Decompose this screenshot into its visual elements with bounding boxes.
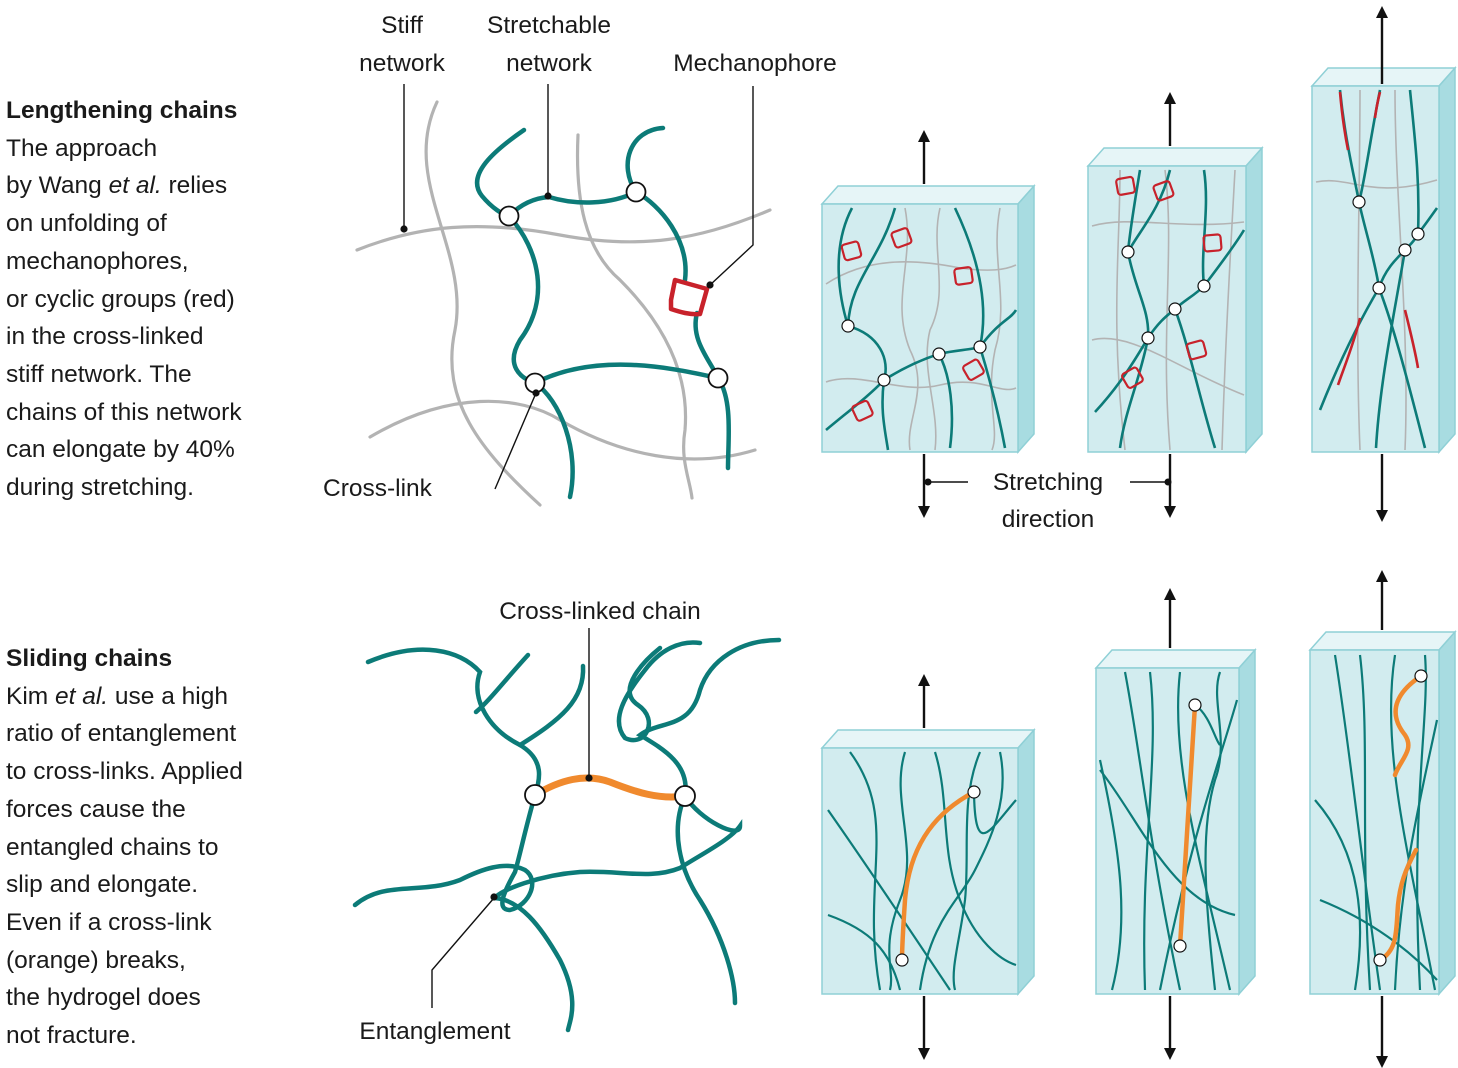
top-line-0: The approach	[6, 134, 158, 162]
top-block-3	[1310, 6, 1457, 522]
label-stiff-1: Stiff	[381, 12, 423, 39]
leader-dots	[400, 192, 714, 397]
top-line-8: can elongate by 40%	[6, 436, 235, 464]
label-stretching-1: Stretching	[993, 469, 1103, 496]
label-stiff-2: network	[359, 50, 446, 77]
top-block-2	[1086, 92, 1264, 518]
entangled-chains	[352, 637, 782, 1033]
bottom-line-1: ratio of entanglement	[6, 720, 237, 748]
stiff-network-chains	[355, 100, 772, 507]
top-line-1: by Wang et al. relies	[6, 172, 228, 200]
bottom-line-0: Kim et al. use a high	[6, 682, 228, 710]
label-stretchable-1: Stretchable	[487, 12, 611, 39]
bottom-line-5: slip and elongate.	[6, 871, 199, 899]
label-entanglement: Entanglement	[359, 1018, 510, 1045]
top-line-3: mechanophores,	[6, 247, 189, 275]
bottom-line-2: to cross-links. Applied	[6, 758, 243, 786]
top-line-9: during stretching.	[6, 474, 194, 502]
bottom-line-6: Even if a cross-link	[6, 908, 212, 936]
mechanophore-ring	[668, 277, 710, 317]
top-line-4: or cyclic groups (red)	[6, 285, 235, 313]
stretching-direction-label: Stretching direction	[924, 469, 1172, 533]
label-crosslink: Cross-link	[323, 475, 433, 502]
bottom-block-2	[1094, 588, 1257, 1060]
crosslink-nodes	[498, 181, 729, 394]
bottom-network-schematic: Cross-linked chain Entanglement	[352, 598, 782, 1045]
label-mechanophore: Mechanophore	[673, 50, 836, 77]
top-caption: Lengthening chains The approach by Wang …	[6, 92, 306, 507]
label-stretchable-2: network	[506, 50, 593, 77]
bottom-line-9: not fracture.	[6, 1022, 137, 1050]
label-stretching-2: direction	[1002, 506, 1095, 533]
bottom-block-1	[820, 674, 1036, 1060]
bottom-line-7: (orange) breaks,	[6, 946, 186, 974]
label-crosslinked-chain: Cross-linked chain	[499, 598, 701, 625]
top-line-7: chains of this network	[6, 398, 242, 426]
orange-crosslinked-chain	[531, 774, 689, 801]
bottom-caption: Sliding chains Kim et al. use a high rat…	[6, 640, 306, 1055]
bottom-line-4: entangled chains to	[6, 833, 219, 861]
top-line-2: on unfolding of	[6, 210, 167, 238]
top-line-5: in the cross-linked	[6, 323, 204, 351]
top-block-1	[820, 130, 1036, 518]
top-network-schematic: Stiff network Stretchable network Mechan…	[323, 12, 837, 507]
top-line-6: stiff network. The	[6, 360, 192, 388]
bottom-line-8: the hydrogel does	[6, 984, 201, 1012]
bottom-heading: Sliding chains	[6, 645, 173, 672]
bottom-line-3: forces cause the	[6, 795, 186, 823]
top-heading: Lengthening chains	[6, 97, 238, 124]
leader-lines	[403, 84, 754, 490]
bottom-block-3	[1308, 570, 1457, 1068]
